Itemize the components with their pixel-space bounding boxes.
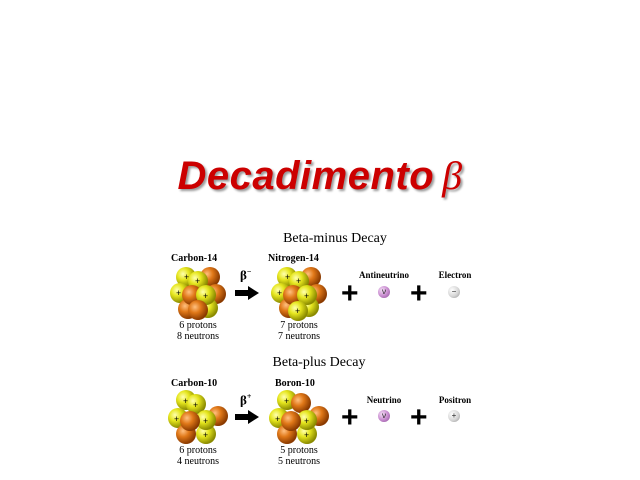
svg-text:+: +: [195, 276, 200, 286]
carbon10-label: Carbon-10: [171, 378, 218, 389]
svg-text:+: +: [277, 288, 282, 298]
svg-text:+: +: [183, 396, 188, 406]
carbon10-counts: 6 protons 4 neutrons: [177, 445, 219, 467]
nitrogen14-nucleus-icon: + + + + +: [271, 267, 327, 321]
beta-minus-label: β−: [240, 267, 252, 283]
beta-symbol: β: [442, 153, 463, 198]
positron-label: Positron: [438, 395, 472, 405]
svg-text:+: +: [284, 396, 289, 406]
neutrino-label: Neutrino: [366, 395, 402, 405]
antineutrino-icon: ν: [378, 286, 390, 298]
carbon14-counts: 6 protons 8 neutrons: [177, 320, 219, 342]
boron10-label: Boron-10: [275, 378, 315, 389]
beta-plus-label: β+: [240, 392, 252, 408]
plus-sign: +: [410, 401, 428, 434]
plus-sign: +: [341, 277, 359, 310]
carbon10-nucleus-icon: + + + + +: [168, 390, 228, 444]
electron-label: Electron: [438, 270, 472, 280]
svg-text:+: +: [184, 272, 189, 282]
svg-text:+: +: [295, 306, 300, 316]
boron10-nucleus-icon: + + + +: [269, 390, 329, 444]
beta-minus-heading: Beta-minus Decay: [283, 231, 387, 246]
svg-text:+: +: [203, 291, 208, 301]
svg-text:+: +: [304, 291, 309, 301]
plus-sign: +: [410, 277, 428, 310]
nitrogen14-counts: 7 protons 7 neutrons: [278, 320, 320, 342]
title-text: Decadimento: [177, 154, 435, 198]
svg-text:+: +: [304, 430, 309, 440]
plus-sign: +: [341, 401, 359, 434]
svg-text:+: +: [174, 414, 179, 424]
svg-text:+: +: [275, 414, 280, 424]
svg-text:+: +: [285, 272, 290, 282]
svg-text:+: +: [193, 400, 198, 410]
arrow-right-icon: [235, 410, 259, 424]
antineutrino-label: Antineutrino: [358, 270, 409, 280]
beta-plus-heading: Beta-plus Decay: [272, 355, 366, 370]
svg-text:+: +: [296, 276, 301, 286]
electron-icon: −: [448, 286, 460, 298]
neutrino-icon: ν: [378, 410, 390, 422]
arrow-right-icon: [235, 286, 259, 300]
carbon14-label: Carbon-14: [171, 253, 218, 264]
nitrogen14-label: Nitrogen-14: [268, 253, 319, 264]
positron-icon: +: [448, 410, 460, 422]
boron10-counts: 5 protons 5 neutrons: [278, 445, 320, 467]
svg-text:+: +: [176, 288, 181, 298]
carbon14-nucleus-icon: + + + +: [170, 267, 226, 320]
svg-text:+: +: [203, 430, 208, 440]
svg-text:+: +: [304, 416, 309, 426]
svg-text:+: +: [203, 416, 208, 426]
